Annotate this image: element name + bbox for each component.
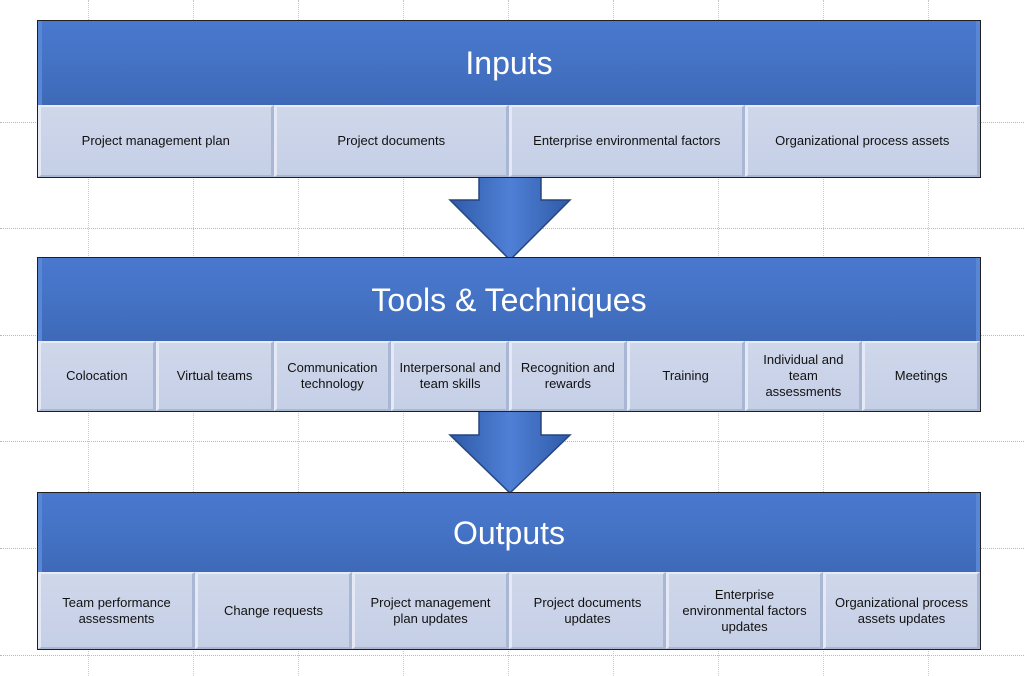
outputs-block: Outputs Team performance assessments Cha…: [37, 492, 981, 650]
inputs-item: Organizational process assets: [744, 105, 980, 177]
outputs-item: Change requests: [195, 572, 352, 649]
outputs-item: Enterprise environmental factors updates: [666, 572, 823, 649]
tools-item: Colocation: [38, 341, 156, 411]
band-edge: [38, 258, 42, 342]
inputs-items: Project management plan Project document…: [38, 105, 980, 177]
inputs-header: Inputs: [38, 21, 980, 106]
outputs-item: Project management plan updates: [352, 572, 509, 649]
tools-item: Communication technology: [273, 341, 392, 411]
inputs-title: Inputs: [465, 44, 553, 81]
band-edge: [38, 21, 42, 105]
grid-line: [0, 655, 1024, 656]
band-edge: [976, 21, 980, 105]
outputs-item: Project documents updates: [509, 572, 666, 649]
tools-item: Individual and team assessments: [744, 341, 863, 411]
tools-item: Recognition and rewards: [509, 341, 627, 411]
down-arrow-icon: [448, 411, 572, 495]
outputs-header: Outputs: [38, 493, 980, 574]
inputs-item: Project management plan: [38, 105, 274, 177]
outputs-items: Team performance assessments Change requ…: [38, 572, 980, 649]
outputs-item: Team performance assessments: [38, 572, 195, 649]
tools-item: Virtual teams: [155, 341, 274, 411]
band-edge: [976, 493, 980, 573]
tools-item: Meetings: [862, 341, 980, 411]
inputs-block: Inputs Project management plan Project d…: [37, 20, 981, 178]
inputs-item: Project documents: [273, 105, 509, 177]
tools-header: Tools & Techniques: [38, 258, 980, 343]
tools-block: Tools & Techniques Colocation Virtual te…: [37, 257, 981, 412]
down-arrow-icon: [448, 176, 572, 262]
band-edge: [38, 493, 42, 573]
outputs-title: Outputs: [452, 514, 566, 551]
inputs-item: Enterprise environmental factors: [509, 105, 745, 177]
tools-item: Training: [626, 341, 745, 411]
tools-title: Tools & Techniques: [371, 281, 647, 318]
band-edge: [976, 258, 980, 342]
tools-items: Colocation Virtual teams Communication t…: [38, 341, 980, 411]
tools-item: Interpersonal and team skills: [391, 341, 509, 411]
outputs-item: Organizational process assets updates: [823, 572, 980, 649]
